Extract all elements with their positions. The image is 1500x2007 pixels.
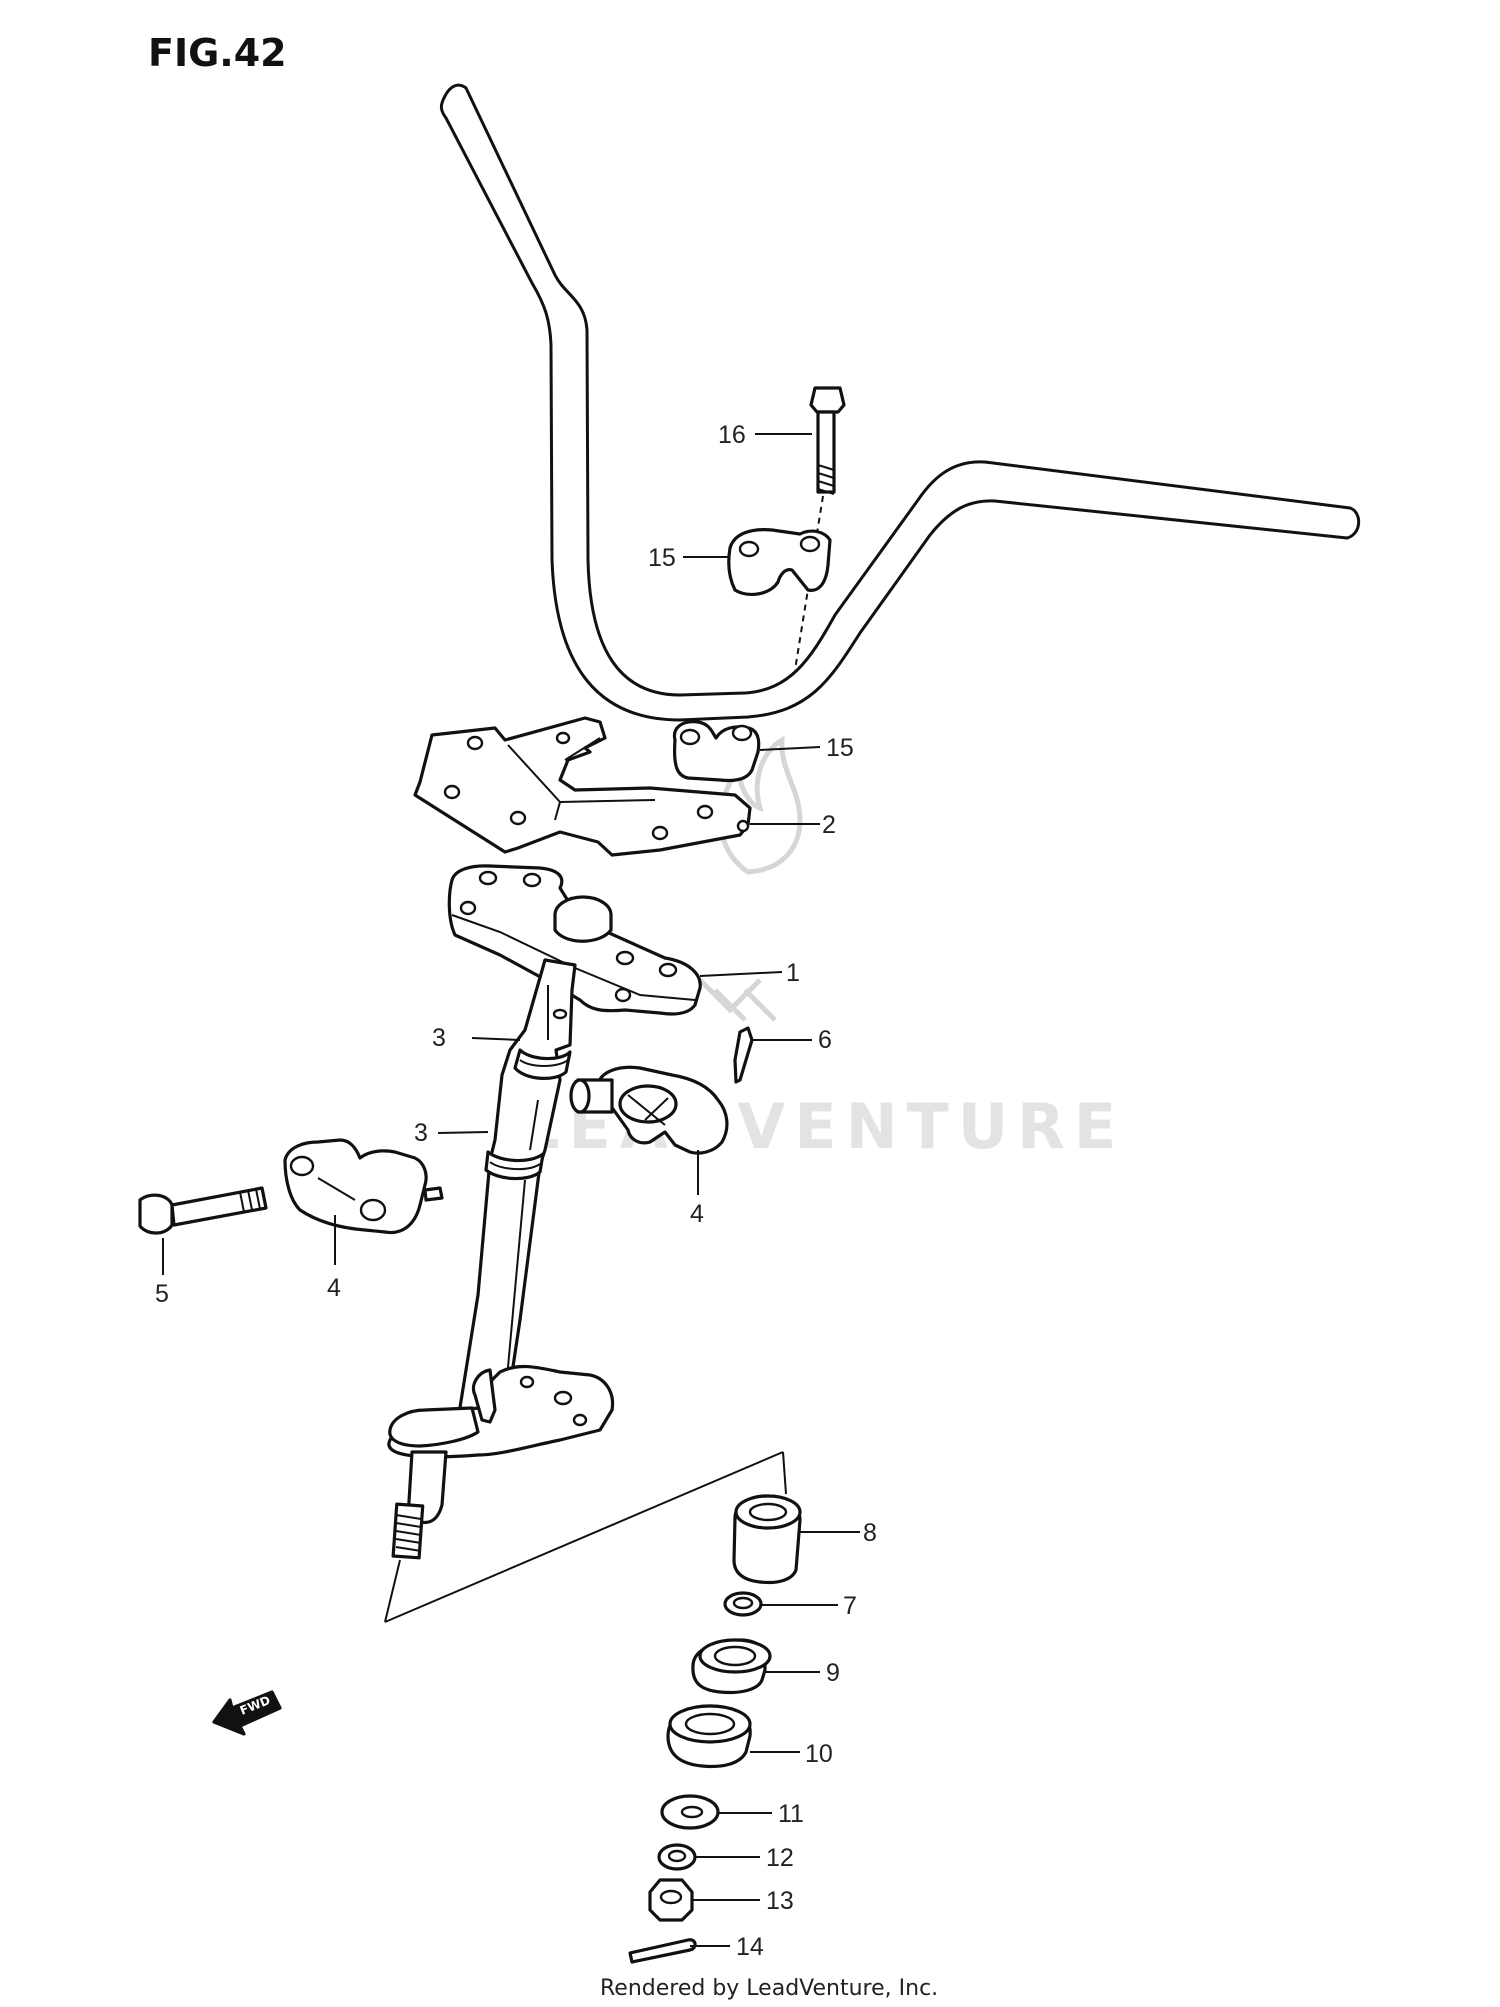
figure-title: FIG.42 [148,31,287,75]
lock-washer [657,1843,697,1871]
oil-seal [691,1638,772,1695]
handlebar-clamp-bolt [794,386,846,671]
shaft-holder-left [283,1138,444,1235]
washer [723,1591,763,1617]
callout-3-lower: 3 [414,1119,428,1147]
callout-15-upper: 15 [648,544,676,572]
castle-nut [648,1878,694,1922]
callout-14: 14 [736,1933,764,1961]
callout-5: 5 [155,1280,169,1308]
explode-guide-lines [384,1451,787,1623]
split-pin [628,1938,697,1964]
handlebar-upper-holder [727,528,832,597]
handlebar [439,83,1361,722]
callout-4-right: 4 [690,1200,704,1228]
shaft-bushings [489,1059,569,1170]
bearing-cup [666,1704,752,1769]
callout-1: 1 [786,959,800,987]
render-credit: Rendered by LeadVenture, Inc. [600,1976,938,2001]
leader-lines [162,433,860,1947]
handlebar-lower-holder [672,720,761,783]
callout-10: 10 [805,1740,833,1768]
callout-16: 16 [718,421,746,449]
callout-4-left: 4 [327,1274,341,1302]
handlebar-mounting-bracket [413,716,752,857]
callout-2: 2 [822,811,836,839]
callout-13: 13 [766,1887,794,1915]
steering-shaft [387,958,615,1560]
callout-3-upper: 3 [432,1024,446,1052]
bearing-bushing [732,1494,802,1585]
thrust-washer [660,1794,720,1830]
steering-shaft-upper-bracket [447,864,702,1016]
shaft-holder-right [569,1065,729,1155]
callout-6: 6 [818,1026,832,1054]
callout-12: 12 [766,1844,794,1872]
callout-15-lower: 15 [826,734,854,762]
callout-labels: 16 15 15 2 1 3 6 3 4 5 4 8 7 9 10 11 12 … [155,421,877,1961]
forward-arrow: FWD [212,1690,282,1736]
callout-11: 11 [778,1800,804,1828]
callout-9: 9 [826,1659,840,1687]
callout-7: 7 [843,1592,857,1620]
holder-bolt [138,1186,268,1235]
cotter-pin [733,1026,754,1084]
callout-8: 8 [863,1519,877,1547]
